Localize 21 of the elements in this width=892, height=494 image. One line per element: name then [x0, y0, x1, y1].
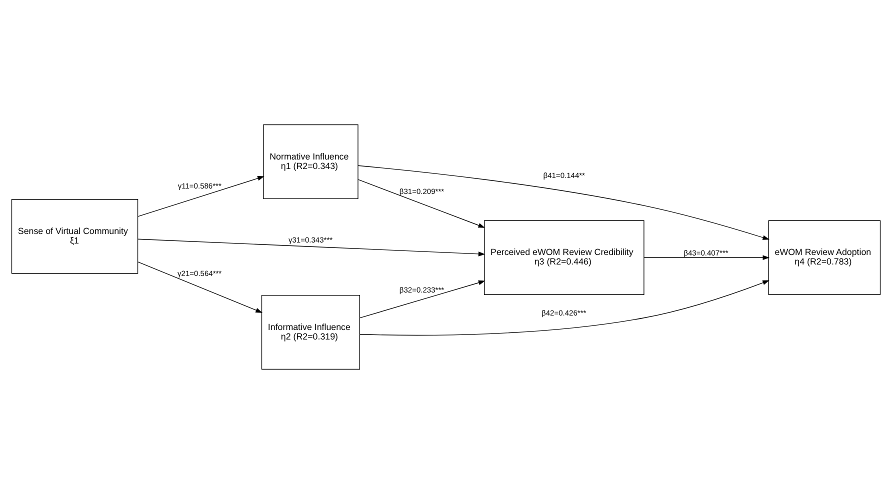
node-box: Sense of Virtual Community ξ1 — [11, 199, 138, 274]
arrow — [358, 179, 486, 228]
arrow — [138, 176, 264, 217]
edge-label: β32=0.233*** — [399, 285, 444, 294]
edge-label: γ31=0.343*** — [288, 235, 333, 244]
arrow — [644, 255, 770, 260]
edge-label: β42=0.426*** — [542, 308, 586, 318]
node-box: eWOM Review Adoption η4 (R2=0.783) — [768, 220, 881, 295]
node-box: Normative Influence η1 (R2=0.343) — [263, 124, 358, 200]
node-box: Perceived eWOM Review Credibility η3 (R2=0.446) — [484, 220, 644, 295]
edge-label: γ21=0.564*** — [178, 268, 222, 278]
edge-label: γ11=0.586*** — [178, 181, 222, 190]
arrow — [138, 262, 263, 313]
arrow — [138, 238, 486, 256]
edge-label: β31=0.209*** — [399, 186, 444, 196]
edge-label: β41=0.144** — [543, 171, 585, 180]
arrow — [359, 280, 486, 318]
node-box: Informative Influence η2 (R2=0.319) — [261, 294, 360, 370]
arrow — [359, 280, 770, 336]
edge-label: β43=0.407*** — [684, 248, 728, 258]
arrow — [358, 165, 770, 240]
